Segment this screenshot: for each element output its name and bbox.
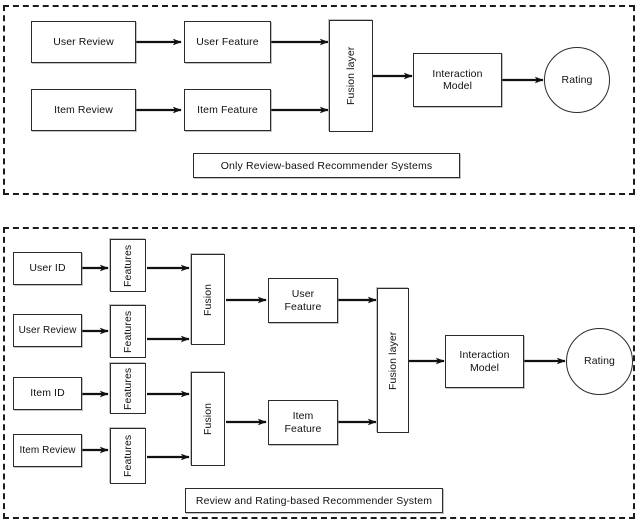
node-bottom-user-review[interactable]: User Review	[13, 314, 82, 347]
node-bottom-item-id[interactable]: Item ID	[13, 377, 82, 410]
node-bottom-fusion-item[interactable]: Fusion	[191, 372, 225, 466]
interaction-model-line2: Model	[469, 361, 500, 374]
node-bottom-fusion-user[interactable]: Fusion	[191, 254, 225, 345]
node-bottom-item-feature[interactable]: Item Feature	[268, 400, 338, 445]
interaction-model-line1: Interaction	[459, 349, 510, 362]
node-bottom-interaction-model[interactable]: Interaction Model	[445, 335, 524, 388]
panel-review-and-rating-based	[3, 227, 635, 519]
node-bottom-features-1[interactable]: Features	[110, 239, 146, 292]
interaction-model-line1: Interaction	[432, 67, 483, 80]
node-top-rating[interactable]: Rating	[544, 47, 610, 113]
interaction-model-line2: Model	[442, 80, 473, 92]
node-bottom-fusion-layer[interactable]: Fusion layer	[377, 288, 409, 433]
item-feature-line1: Item	[292, 410, 314, 423]
node-bottom-user-feature[interactable]: User Feature	[268, 278, 338, 323]
node-bottom-item-review[interactable]: Item Review	[13, 434, 82, 467]
panel-review-based	[3, 5, 635, 195]
caption-bottom-panel: Review and Rating-based Recommender Syst…	[185, 488, 443, 513]
user-feature-line1: User	[291, 288, 315, 301]
node-top-user-feature[interactable]: User Feature	[184, 21, 271, 63]
node-top-fusion-layer[interactable]: Fusion layer	[329, 20, 373, 132]
node-top-interaction-model[interactable]: Interaction Model	[413, 53, 502, 107]
node-top-item-feature[interactable]: Item Feature	[184, 89, 271, 131]
caption-top-panel: Only Review-based Recommender Systems	[193, 153, 460, 178]
user-feature-line2: Feature	[284, 300, 322, 313]
node-top-item-review[interactable]: Item Review	[31, 89, 136, 131]
node-bottom-features-3[interactable]: Features	[110, 363, 146, 414]
node-bottom-user-id[interactable]: User ID	[13, 252, 82, 285]
node-bottom-features-4[interactable]: Features	[110, 428, 146, 484]
item-feature-line2: Feature	[284, 422, 322, 435]
node-top-user-review[interactable]: User Review	[31, 21, 136, 63]
node-bottom-features-2[interactable]: Features	[110, 305, 146, 358]
node-bottom-rating[interactable]: Rating	[566, 328, 633, 395]
